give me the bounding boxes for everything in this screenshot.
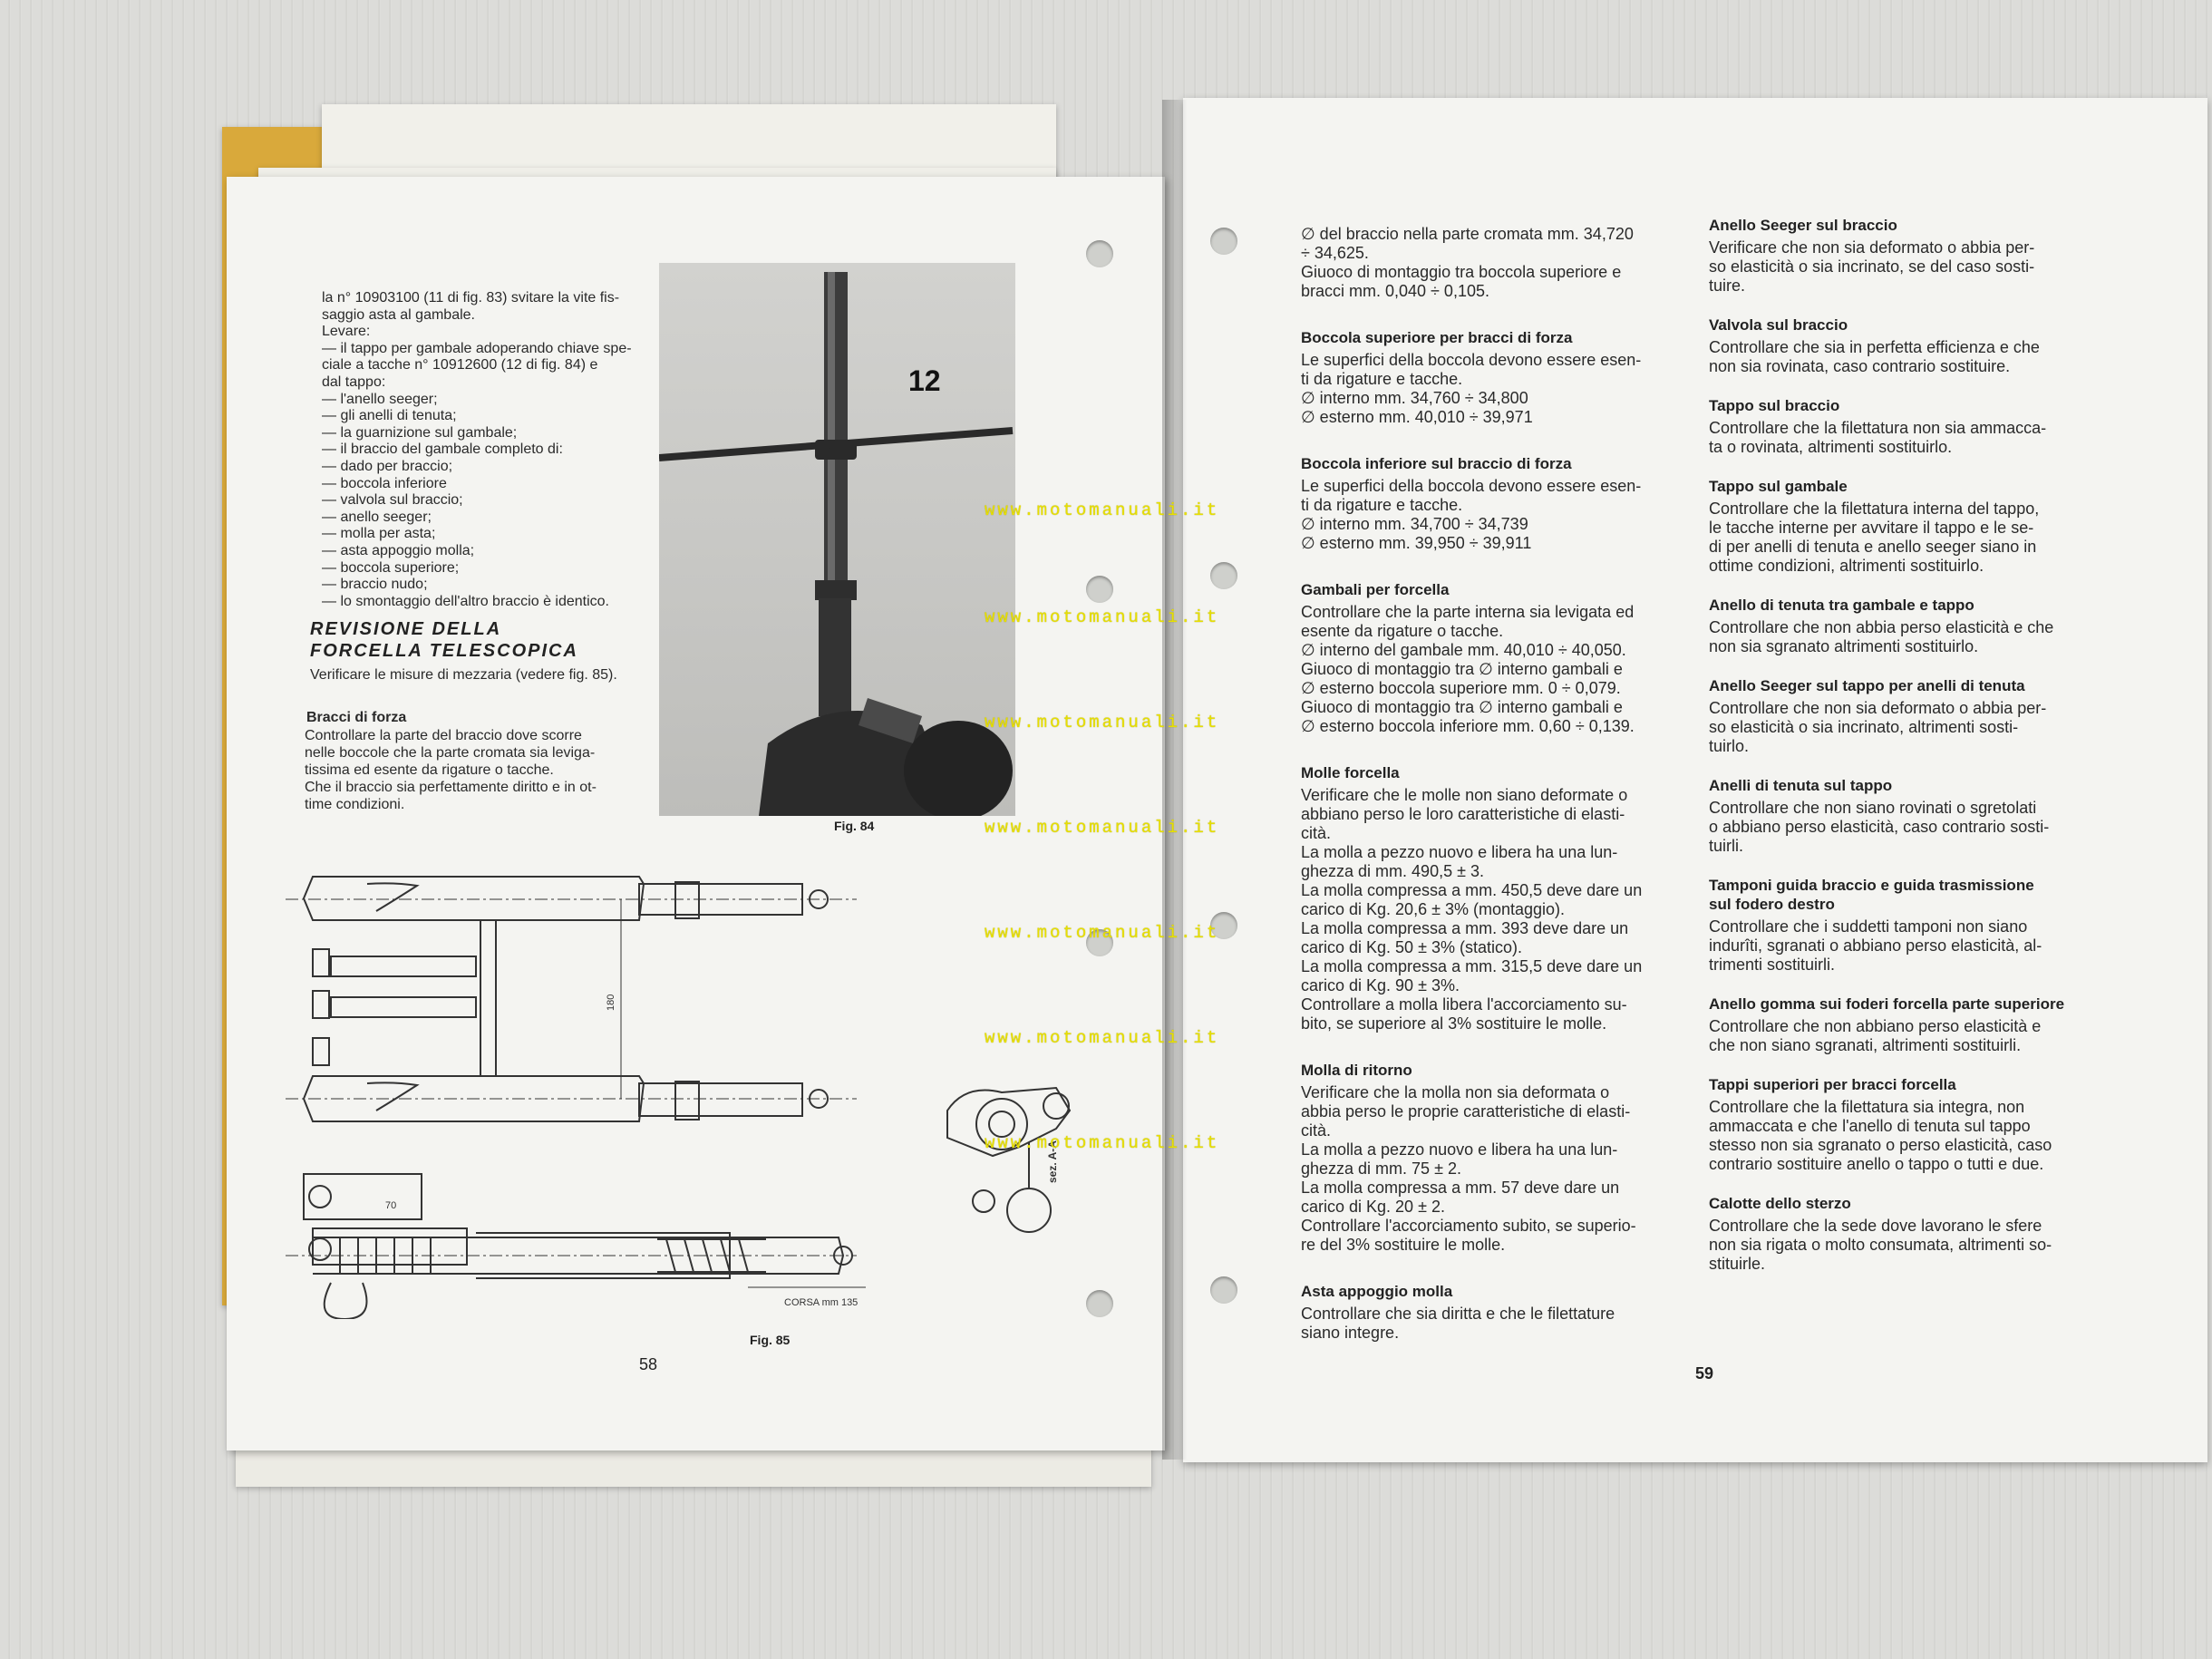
disassembly-steps: la n° 10903100 (11 di fig. 83) svitare l… [322, 290, 632, 609]
section-text: Controllare che la filettatura sia integ… [1709, 1098, 2052, 1173]
photo-callout-12: 12 [908, 364, 941, 397]
section-title: Calotte dello sterzo [1709, 1195, 1851, 1212]
dim-label-70: 70 [385, 1200, 396, 1211]
section-title: Anello di tenuta tra gambale e tappo [1709, 597, 1974, 614]
right-column-1: ∅ del braccio nella parte cromata mm. 34… [1301, 225, 1682, 1370]
section-title: Anelli di tenuta sul tappo [1709, 777, 1893, 794]
punch-hole [1086, 1290, 1113, 1317]
punch-hole [1086, 240, 1113, 267]
section-title: Tappi superiori per bracci forcella [1709, 1076, 1956, 1093]
section-text: Controllare che la filettatura interna d… [1709, 500, 2040, 575]
section-title: Molle forcella [1301, 764, 1400, 781]
punch-hole [1210, 562, 1237, 589]
watermark: www.motomanuali.it [985, 713, 1220, 732]
heading-line-1: REVISIONE DELLA [310, 619, 502, 639]
subheading-bracci: Bracci di forza [306, 710, 407, 725]
section-title: Anello Seeger sul tappo per anelli di te… [1709, 677, 2025, 694]
section-text: Verificare che la molla non sia deformat… [1301, 1083, 1636, 1254]
section-text: Verificare che le molle non siano deform… [1301, 786, 1643, 1033]
section-text: Controllare che non sia deformato o abbi… [1709, 699, 2047, 755]
watermark: www.motomanuali.it [985, 1133, 1220, 1153]
section-text: Le superfici della boccola devono essere… [1301, 351, 1642, 426]
section-text: Controllare che sia in perfetta efficien… [1709, 338, 2040, 375]
watermark: www.motomanuali.it [985, 607, 1220, 627]
punch-hole [1086, 576, 1113, 603]
section-text: ∅ del braccio nella parte cromata mm. 34… [1301, 225, 1634, 300]
section-title: Asta appoggio molla [1301, 1283, 1453, 1300]
dim-label-corsa: CORSA mm 135 [784, 1297, 858, 1308]
section-text: Controllare che la sede dove lavorano le… [1709, 1217, 2052, 1273]
right-page: ∅ del braccio nella parte cromata mm. 34… [1183, 98, 2207, 1462]
punch-hole [1210, 1276, 1237, 1304]
watermark: www.motomanuali.it [985, 1028, 1220, 1048]
fork-tool-photo [659, 272, 1014, 816]
caption-fig-84: Fig. 84 [834, 819, 875, 833]
gutter-shadow [1162, 100, 1188, 1460]
dim-label-180: 180 [606, 994, 616, 1011]
section-title: Tamponi guida braccio e guida trasmissio… [1709, 877, 2034, 913]
watermark: www.motomanuali.it [985, 818, 1220, 838]
section-text: Controllare che non abbia perso elastici… [1709, 618, 2054, 655]
heading-line-2: FORCELLA TELESCOPICA [310, 641, 578, 661]
section-heading: REVISIONE DELLA FORCELLA TELESCOPICA [310, 618, 578, 662]
watermark: www.motomanuali.it [985, 923, 1220, 943]
section-title: Valvola sul braccio [1709, 316, 1848, 334]
section-text: Controllare che non siano rovinati o sgr… [1709, 799, 2050, 855]
punch-hole [1210, 912, 1237, 939]
section-title: Molla di ritorno [1301, 1062, 1412, 1079]
section-title: Tappo sul braccio [1709, 397, 1840, 414]
caption-fig-85: Fig. 85 [750, 1333, 791, 1347]
section-title: Boccola inferiore sul braccio di forza [1301, 455, 1572, 472]
heading-subtitle: Verificare le misure di mezzaria (vedere… [310, 667, 617, 683]
section-text: Le superfici della boccola devono essere… [1301, 477, 1642, 552]
section-title: Boccola superiore per bracci di forza [1301, 329, 1573, 346]
section-text: Controllare che la parte interna sia lev… [1301, 603, 1635, 735]
section-text: Controllare che sia diritta e che le fil… [1301, 1305, 1615, 1342]
fork-technical-drawing: 180 CORSA mm 135 70 sez. A-A [286, 876, 1072, 1319]
punch-hole [1086, 929, 1113, 956]
section-text: Controllare che non abbiano perso elasti… [1709, 1017, 2042, 1054]
section-text: Controllare che la filettatura non sia a… [1709, 419, 2047, 456]
section-title: Tappo sul gambale [1709, 478, 1848, 495]
punch-hole [1210, 228, 1237, 255]
page-number: 59 [1695, 1364, 1714, 1382]
left-page: la n° 10903100 (11 di fig. 83) svitare l… [227, 177, 1165, 1450]
section-label-aa: sez. A-A [1046, 1140, 1059, 1183]
watermark: www.motomanuali.it [985, 500, 1220, 520]
section-title: Gambali per forcella [1301, 581, 1450, 598]
page-number: 58 [639, 1355, 658, 1373]
section-title: Anello Seeger sul braccio [1709, 217, 1897, 234]
photo-fig-84: 12 [659, 263, 1015, 816]
section-title: Anello gomma sui foderi forcella parte s… [1709, 995, 2065, 1013]
section-text: Verificare che non sia deformato o abbia… [1709, 238, 2035, 295]
bracci-body: Controllare la parte del braccio dove sc… [305, 728, 597, 812]
section-text: Controllare che i suddetti tamponi non s… [1709, 917, 2042, 974]
